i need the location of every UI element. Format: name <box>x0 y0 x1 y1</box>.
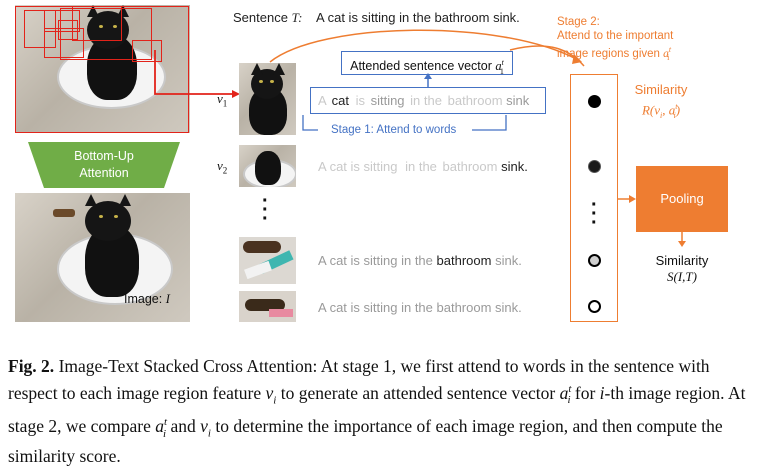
region-thumbnail-3 <box>239 237 296 284</box>
region-thumbnail-1 <box>239 63 296 135</box>
final-similarity: Similarity S(I,T) <box>655 253 709 284</box>
similarity-score-4 <box>588 300 601 313</box>
source-image <box>15 193 190 322</box>
region-arrow <box>154 50 240 98</box>
stage2-label: Stage 2: Attend to the important image r… <box>557 16 674 63</box>
row2-sentence: A cat is sitting in the bathroom sink. <box>318 159 528 174</box>
row1-sentence: A cat is sitting in the bathroom sink <box>318 93 530 108</box>
region-thumbnail-4 <box>239 291 296 322</box>
region-box <box>24 10 56 48</box>
region-box <box>44 28 84 58</box>
image-label: Image: I <box>124 292 170 306</box>
similarity-score-3 <box>588 254 601 267</box>
similarity-column <box>570 74 618 322</box>
pooling-box: Pooling <box>636 166 728 232</box>
sentence-header: Sentence T: A cat is sitting in the bath… <box>233 10 520 25</box>
region-thumbnail-2 <box>239 145 296 187</box>
final-arrow <box>678 232 686 247</box>
row1-sentence-box <box>310 87 546 114</box>
region-box <box>132 40 162 62</box>
bottom-up-label: Bottom-Up Attention <box>74 149 134 180</box>
bottom-up-attention-block <box>28 142 180 188</box>
source-image-regions <box>15 5 190 133</box>
pooling-arrow <box>618 195 636 203</box>
row3-sentence: A cat is sitting in the bathroom sink. <box>318 253 522 268</box>
similarity-score-1 <box>588 95 601 108</box>
stage1-arrows <box>302 73 507 131</box>
stage2-arrows <box>269 29 585 67</box>
region-label-v2: v2 <box>217 158 228 176</box>
region-label-v1: v1 <box>217 91 228 109</box>
figure-caption: Fig. 2. Image-Text Stacked Cross Attenti… <box>8 356 746 467</box>
similarity-r-label: Similarity R(vi, ati) <box>634 82 688 120</box>
row4-sentence: A cat is sitting in the bathroom sink. <box>318 300 522 315</box>
region-box <box>58 20 78 40</box>
stage1-label: Stage 1: Attend to words <box>331 124 457 136</box>
region-box <box>60 8 152 60</box>
region-box <box>72 6 122 41</box>
vertical-ellipsis: ··· <box>262 190 269 230</box>
similarity-ellipsis: ··· <box>591 194 598 234</box>
region-box <box>44 10 80 32</box>
similarity-score-2 <box>588 160 601 173</box>
